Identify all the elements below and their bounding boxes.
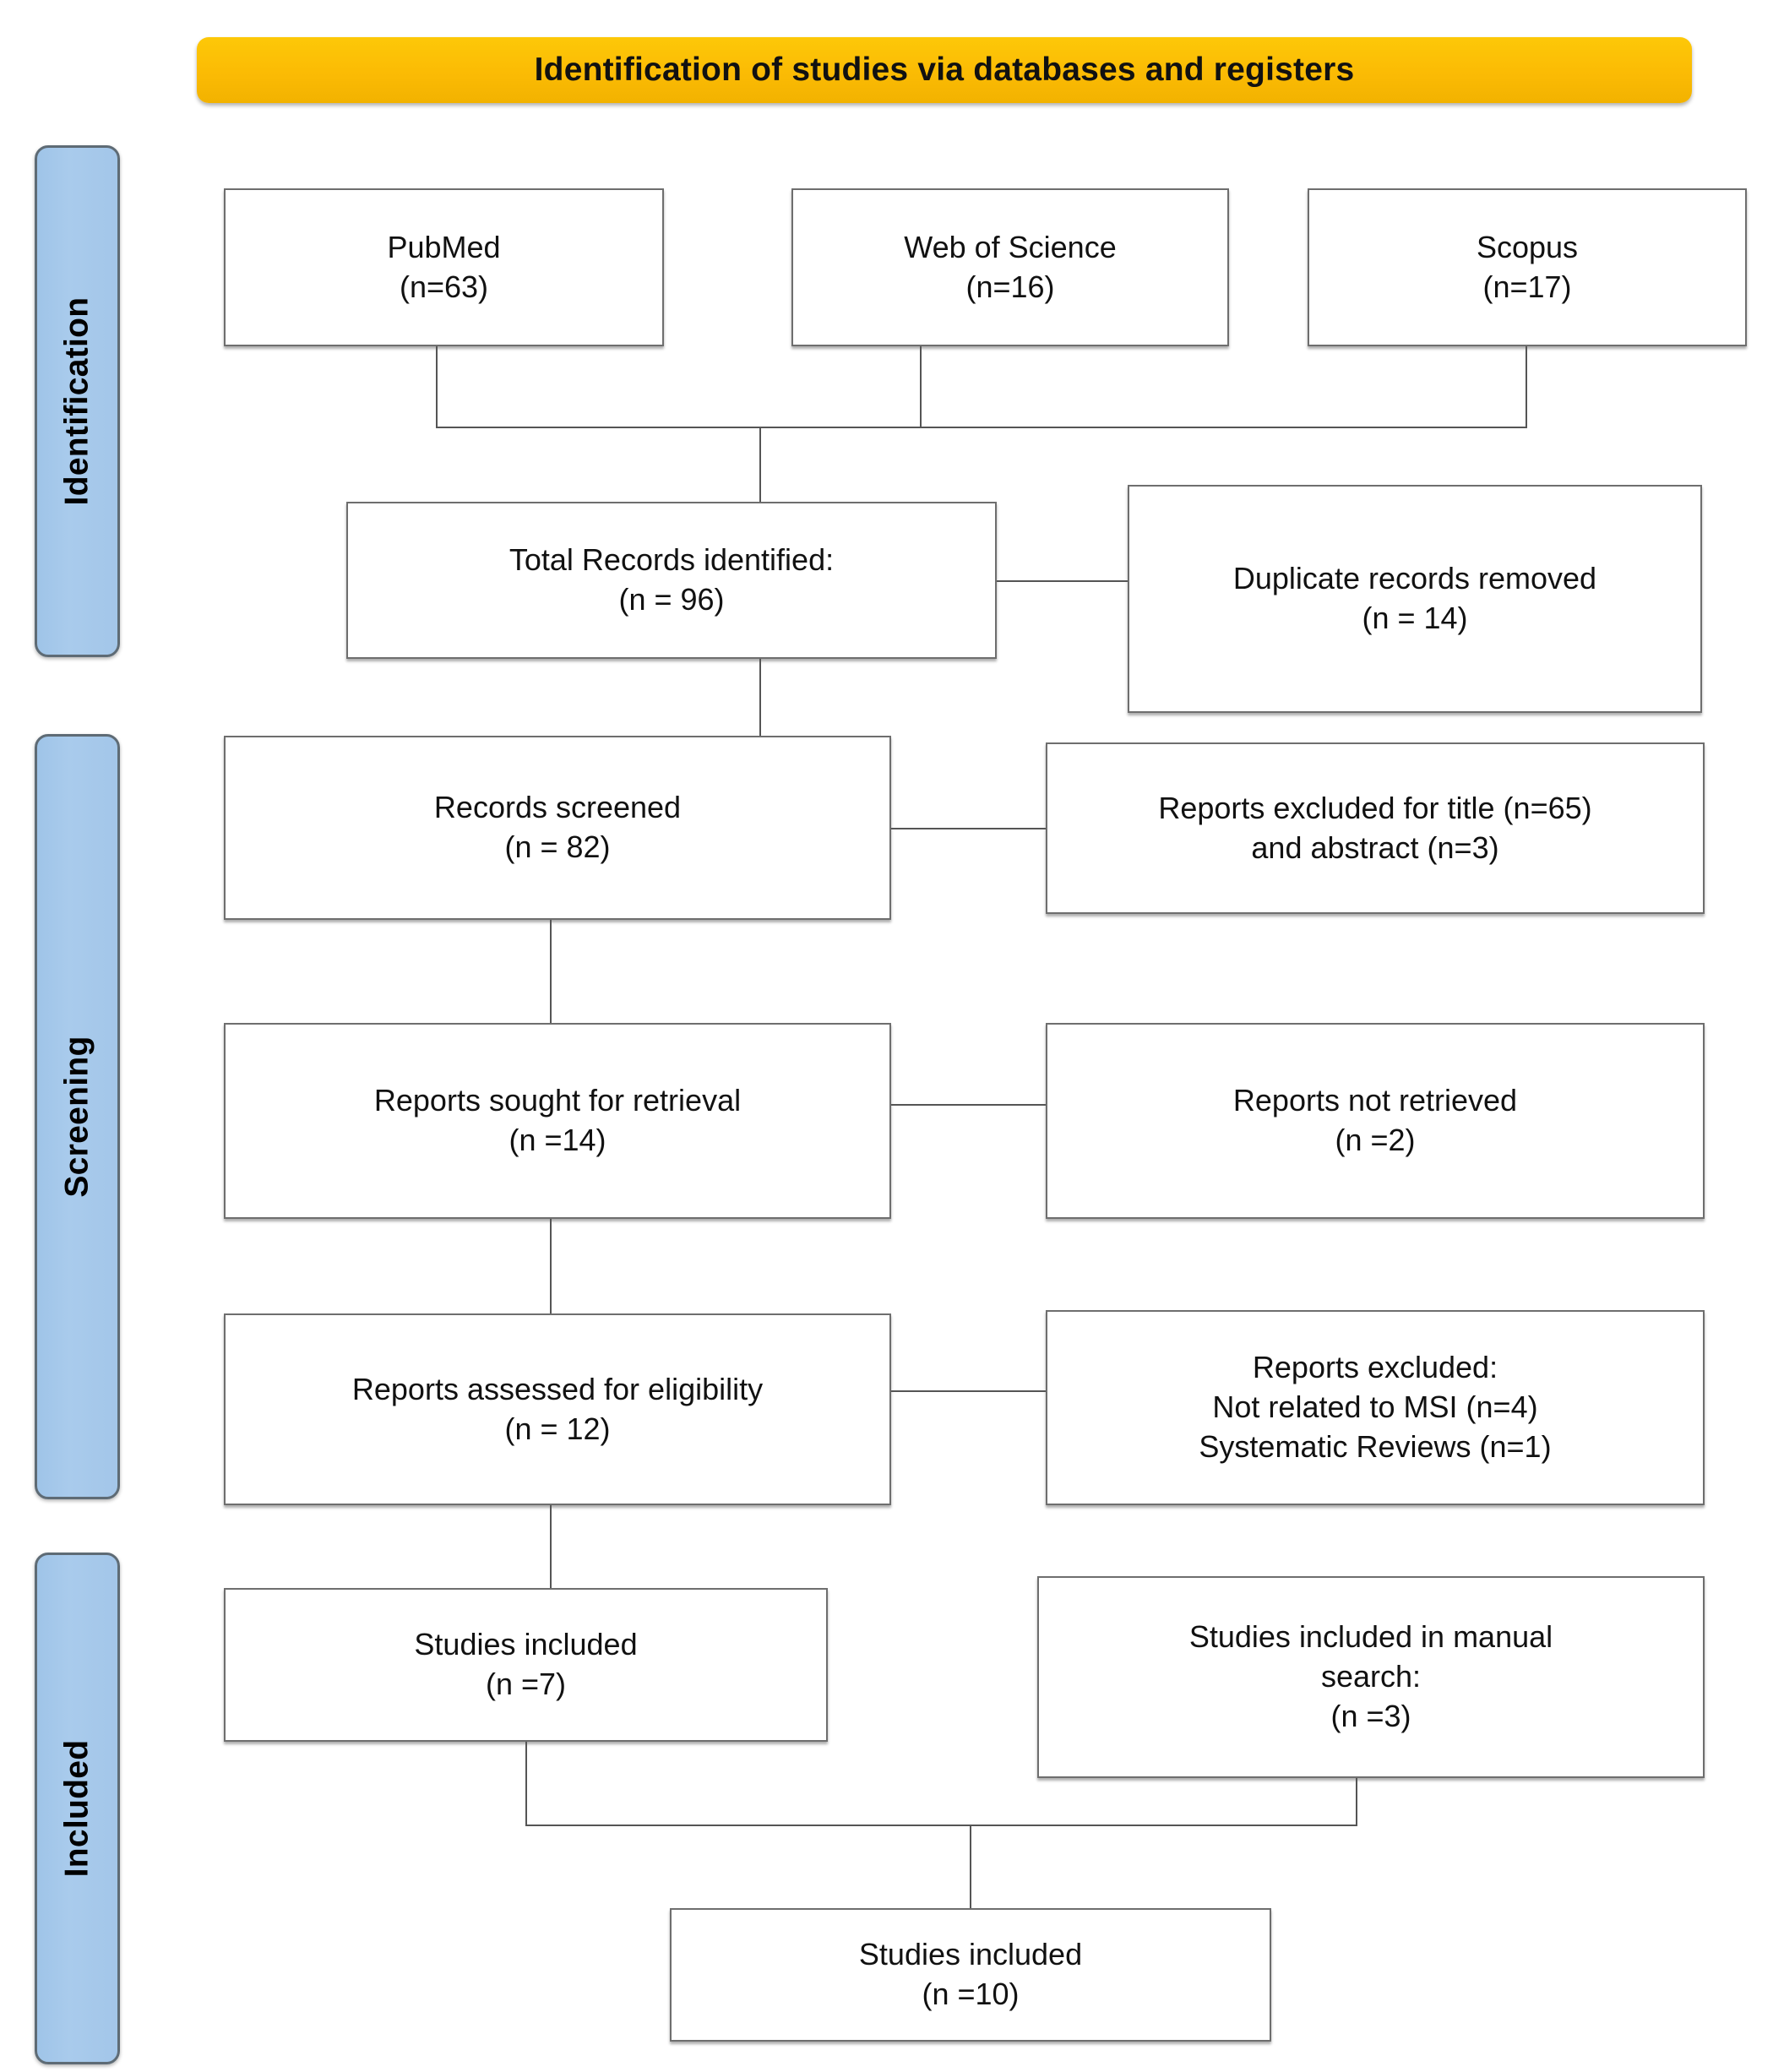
stage-label-included: Included	[35, 1553, 120, 2064]
box-duplicate-records-removed-text: Duplicate records removed (n = 14)	[1232, 561, 1597, 635]
connector-pubmed-down	[436, 346, 438, 427]
stage-label-identification-text: Identification	[58, 296, 95, 506]
box-final-studies-included: Studies included (n =10)	[670, 1908, 1271, 2042]
box-reports-excluded-reasons-text: Reports excluded: Not related to MSI (n=…	[1199, 1350, 1552, 1464]
box-reports-not-retrieved: Reports not retrieved (n =2)	[1046, 1023, 1705, 1219]
connector-total-records-down	[759, 659, 761, 737]
connector-manual-search-down	[1356, 1778, 1357, 1825]
box-pubmed-text: PubMed (n=63)	[387, 229, 501, 304]
connector-scopus-down	[1526, 346, 1527, 427]
box-web-of-science-text: Web of Science (n=16)	[904, 229, 1117, 304]
box-records-screened: Records screened (n = 82)	[224, 736, 891, 920]
connector-sources-merge-bar	[436, 427, 1527, 428]
connector-sought-to-not-retrieved	[891, 1104, 1046, 1106]
connector-records-screened-down	[550, 920, 552, 1024]
stage-label-included-text: Included	[58, 1739, 95, 1878]
box-duplicate-records-removed: Duplicate records removed (n = 14)	[1128, 485, 1702, 713]
box-web-of-science: Web of Science (n=16)	[791, 188, 1229, 346]
box-final-studies-included-text: Studies included (n =10)	[858, 1937, 1083, 2011]
box-reports-sought-for-retrieval-text: Reports sought for retrieval (n =14)	[373, 1083, 742, 1157]
connector-merge-to-total-records	[759, 427, 761, 503]
box-reports-excluded-title-abstract-text: Reports excluded for title (n=65) and ab…	[1158, 790, 1592, 865]
connector-wos-down	[920, 346, 922, 427]
connector-assessed-down	[550, 1505, 552, 1589]
box-reports-assessed-for-eligibility: Reports assessed for eligibility (n = 12…	[224, 1313, 891, 1505]
connector-screened-to-excluded	[891, 828, 1046, 829]
box-reports-excluded-title-abstract: Reports excluded for title (n=65) and ab…	[1046, 742, 1705, 914]
diagram-title-banner: Identification of studies via databases …	[197, 37, 1692, 103]
connector-included-merge-bar	[525, 1825, 1357, 1826]
box-scopus: Scopus (n=17)	[1308, 188, 1747, 346]
box-reports-not-retrieved-text: Reports not retrieved (n =2)	[1232, 1083, 1518, 1157]
stage-label-identification: Identification	[35, 145, 120, 657]
box-records-screened-text: Records screened (n = 82)	[433, 790, 682, 864]
box-reports-excluded-reasons: Reports excluded: Not related to MSI (n=…	[1046, 1310, 1705, 1505]
connector-assessed-to-excluded	[891, 1390, 1046, 1392]
box-scopus-text: Scopus (n=17)	[1476, 229, 1579, 304]
box-pubmed: PubMed (n=63)	[224, 188, 664, 346]
connector-merge-to-final	[970, 1825, 971, 1909]
box-reports-sought-for-retrieval: Reports sought for retrieval (n =14)	[224, 1023, 891, 1219]
box-studies-included-databases: Studies included (n =7)	[224, 1588, 828, 1742]
box-studies-included-manual-search-text: Studies included in manual search: (n =3…	[1188, 1619, 1553, 1733]
box-total-records-text: Total Records identified: (n = 96)	[509, 542, 835, 617]
stage-label-screening: Screening	[35, 734, 120, 1499]
box-studies-included-manual-search: Studies included in manual search: (n =3…	[1037, 1576, 1705, 1778]
diagram-title: Identification of studies via databases …	[534, 52, 1355, 88]
box-studies-included-databases-text: Studies included (n =7)	[414, 1627, 638, 1701]
box-reports-assessed-for-eligibility-text: Reports assessed for eligibility (n = 12…	[351, 1371, 764, 1446]
connector-sought-down	[550, 1219, 552, 1314]
connector-studies-included-down	[525, 1742, 527, 1825]
stage-label-screening-text: Screening	[58, 1036, 95, 1198]
box-total-records: Total Records identified: (n = 96)	[346, 502, 997, 659]
connector-total-to-duplicates	[997, 580, 1128, 582]
